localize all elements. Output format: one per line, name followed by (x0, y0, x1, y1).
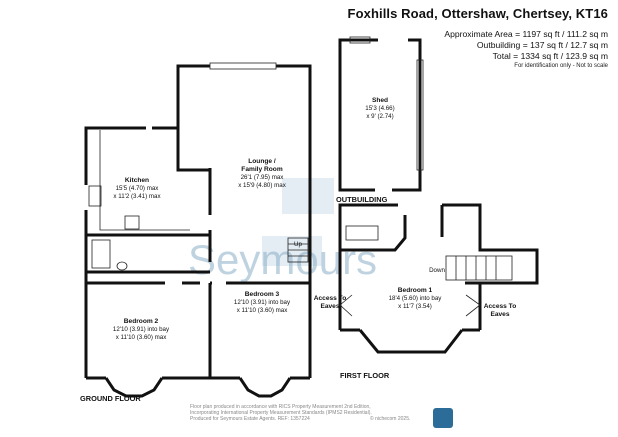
eaves-right-label-1: Access To (484, 303, 517, 310)
watermark: Seymours (188, 178, 377, 283)
bedroom-2-dim-2: x 11'10 (3.60) max (116, 334, 167, 341)
ground-floor-walls (84, 62, 312, 398)
stairs-down-label: Down (429, 267, 445, 274)
footer-ref: REF: 1357224 (277, 416, 310, 422)
stairs-up-label: Up (294, 241, 302, 248)
bedroom-3-dim-2: x 11'10 (3.60) max (237, 307, 288, 314)
scale-disclaimer: For identification only - Not to scale (514, 63, 608, 69)
room-bedroom-1: Bedroom 1 18'4 (5.60) into bay x 11'7 (3… (389, 287, 443, 310)
bedroom-2-dim-1: 12'10 (3.91) into bay (113, 326, 170, 333)
eaves-left-label-1: Access To (314, 295, 347, 302)
footer-copyright: © nichecom 2025. (370, 416, 411, 422)
total-area: Total = 1334 sq ft / 123.9 sq m (492, 51, 608, 61)
watermark-text: Seymours (188, 236, 377, 283)
seymours-logo-icon (433, 408, 453, 428)
room-bedroom-3: Bedroom 3 12'10 (3.91) into bay x 11'10 … (234, 291, 291, 314)
eaves-right-label-2: Eaves (490, 311, 509, 318)
kitchen-dim-2: x 11'2 (3.41) max (113, 193, 161, 200)
ground-floor-label: GROUND FLOOR (80, 394, 141, 403)
bedroom-1-dim-2: x 11'7 (3.54) (398, 303, 432, 310)
room-shed: Shed 15'3 (4.66) x 9' (2.74) (365, 97, 394, 120)
outbuilding-walls (338, 36, 424, 192)
kitchen-dim-1: 15'5 (4.70) max (116, 185, 160, 192)
footer-line-2: Incorporating International Property Mea… (190, 410, 372, 416)
lounge-label-1: Lounge / (248, 158, 276, 165)
bedroom-1-label: Bedroom 1 (398, 287, 433, 294)
outbuilding-area: Outbuilding = 137 sq ft / 12.7 sq m (476, 40, 608, 50)
kitchen-label: Kitchen (125, 177, 149, 184)
bedroom-2-label: Bedroom 2 (124, 318, 159, 325)
bedroom-3-dim-1: 12'10 (3.91) into bay (234, 299, 291, 306)
footer-producer: Produced for Seymours Estate Agents. (190, 416, 277, 422)
approximate-area: Approximate Area = 1197 sq ft / 111.2 sq… (444, 29, 608, 39)
room-bedroom-2: Bedroom 2 12'10 (3.91) into bay x 11'10 … (113, 318, 170, 341)
watermark-shape-1 (282, 178, 334, 214)
shed-dim-1: 15'3 (4.66) (365, 105, 394, 112)
room-kitchen: Kitchen 15'5 (4.70) max x 11'2 (3.41) ma… (113, 177, 161, 200)
lounge-dim-1: 26'1 (7.95) max (241, 174, 285, 181)
outbuilding-label: OUTBUILDING (336, 195, 388, 204)
footer-notes: Floor plan produced in accordance with R… (190, 404, 420, 422)
shed-label: Shed (372, 97, 388, 104)
watermark-shape-2 (262, 236, 322, 266)
first-floor-label: FIRST FLOOR (340, 371, 390, 380)
bedroom-1-dim-1: 18'4 (5.60) into bay (389, 295, 443, 302)
footer-line-1: Floor plan produced in accordance with R… (190, 404, 371, 410)
first-floor-walls (338, 203, 539, 354)
lounge-label-2: Family Room (241, 166, 283, 173)
room-lounge: Lounge / Family Room 26'1 (7.95) max x 1… (238, 158, 287, 189)
plan-title: Foxhills Road, Ottershaw, Chertsey, KT16 (347, 6, 608, 21)
eaves-left-label-2: Eaves (320, 303, 339, 310)
shed-dim-2: x 9' (2.74) (366, 113, 393, 120)
bedroom-3-label: Bedroom 3 (245, 291, 280, 298)
lounge-dim-2: x 15'9 (4.80) max (238, 182, 287, 189)
footer-line-3: Produced for Seymours Estate Agents. REF… (190, 416, 420, 422)
